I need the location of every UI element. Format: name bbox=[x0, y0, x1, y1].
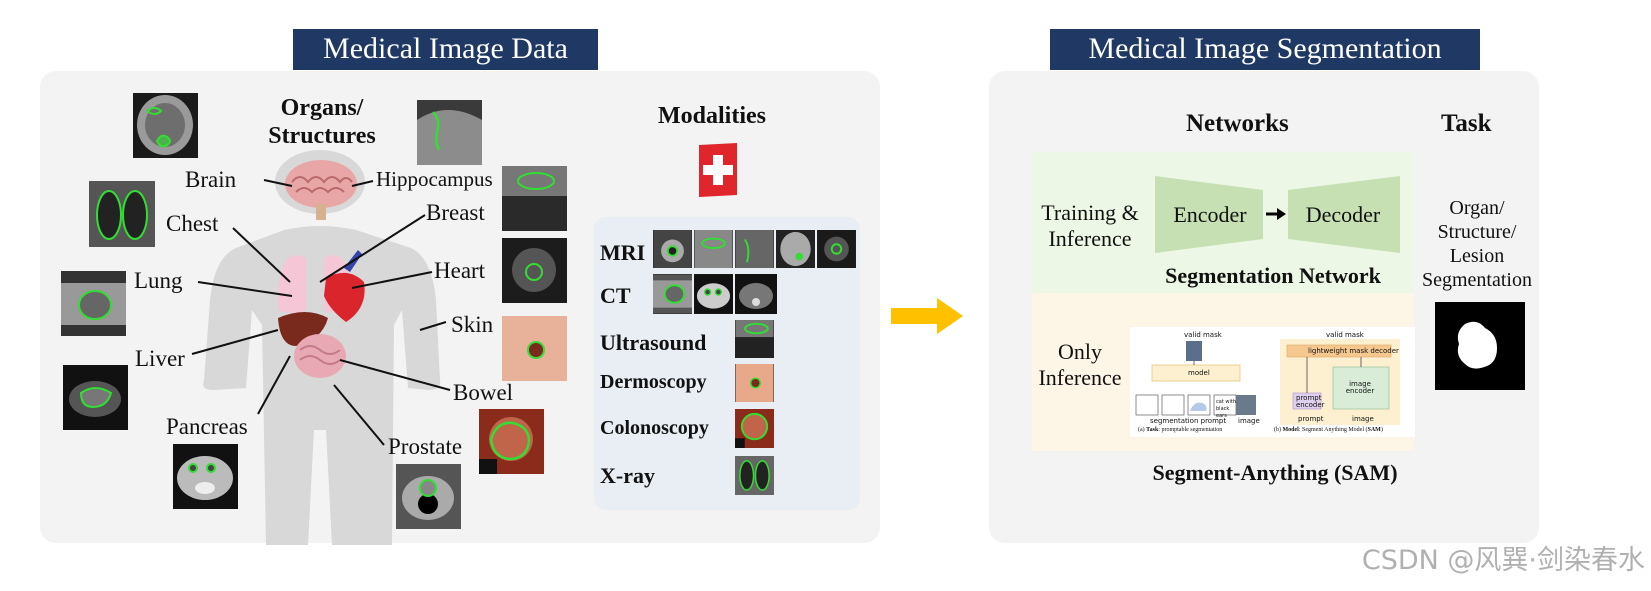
torso-shape bbox=[203, 226, 441, 545]
sam-model-label: model bbox=[1188, 369, 1210, 377]
organ-connector-lines bbox=[191, 179, 451, 446]
ct-thumbnail-3 bbox=[735, 274, 777, 314]
modality-mri: MRI bbox=[600, 240, 646, 265]
networks-heading: Networks bbox=[1186, 110, 1289, 137]
label-pancreas: Pancreas bbox=[166, 414, 248, 439]
lung-organ-left bbox=[277, 255, 306, 313]
label-bowel: Bowel bbox=[453, 380, 514, 405]
segmentation-network-label: Segmentation Network bbox=[1165, 263, 1381, 288]
bowel-folds bbox=[299, 345, 341, 365]
modality-colonoscopy: Colonoscopy bbox=[600, 417, 709, 439]
modality-ultrasound: Ultrasound bbox=[600, 330, 707, 355]
label-lung: Lung bbox=[134, 268, 183, 293]
mri-thumbnail-2 bbox=[694, 230, 733, 268]
task-heading: Task bbox=[1441, 110, 1492, 137]
encoder-trapezoid bbox=[1155, 176, 1263, 253]
training-inference-label: Training & Inference bbox=[1041, 200, 1139, 251]
label-skin: Skin bbox=[451, 312, 494, 337]
mri-thumbnail-3 bbox=[735, 230, 774, 268]
pancreas-ct-thumbnail bbox=[173, 444, 238, 509]
sam-image-encoder-label: image encoder bbox=[1345, 380, 1375, 395]
dermoscopy-thumbnail bbox=[735, 364, 774, 402]
ct-thumbnail-2 bbox=[694, 274, 733, 314]
sam-image-a bbox=[1236, 395, 1256, 415]
mri-thumbnail-5 bbox=[817, 230, 856, 268]
mri-thumbnail-4 bbox=[776, 230, 815, 268]
sam-valid-mask-b-label: valid mask bbox=[1326, 331, 1364, 339]
sam-figure: valid mask model segmentation prompt ima… bbox=[1130, 327, 1415, 437]
liver-ct-thumbnail bbox=[63, 365, 128, 430]
sam-prompt-b-label: prompt bbox=[1298, 415, 1324, 423]
csdn-watermark: CSDN @风巽·剑染春水 bbox=[1361, 545, 1645, 576]
only-inference-label: Only Inference bbox=[1038, 339, 1122, 390]
label-heart: Heart bbox=[434, 258, 486, 283]
sam-mask-decoder-label: lightweight mask decoder bbox=[1308, 347, 1399, 355]
decoder-label: Decoder bbox=[1305, 202, 1381, 227]
label-brain: Brain bbox=[185, 167, 237, 192]
label-chest: Chest bbox=[166, 211, 219, 236]
sam-label: Segment-Anything (SAM) bbox=[1152, 460, 1398, 485]
segmentation-mask-output bbox=[1435, 302, 1525, 390]
hippocampus-mri-thumbnail bbox=[417, 100, 482, 165]
label-hippocampus: Hippocampus bbox=[376, 167, 493, 191]
medical-image-segmentation-title: Medical Image Segmentation bbox=[1050, 29, 1480, 70]
chest-xray-thumbnail bbox=[89, 181, 155, 247]
breast-ultrasound-thumbnail bbox=[502, 166, 567, 231]
mri-thumbnail-1 bbox=[653, 230, 692, 268]
label-breast: Breast bbox=[426, 200, 485, 225]
sam-caption-b: (b) Model: Segment Anything Model (SAM) bbox=[1274, 427, 1383, 433]
medical-image-data-title: Medical Image Data bbox=[293, 29, 598, 70]
task-output-label: Organ/ Structure/ Lesion Segmentation bbox=[1422, 197, 1532, 291]
encoder-decoder-diagram bbox=[1155, 176, 1400, 253]
encoder-label: Encoder bbox=[1173, 202, 1247, 227]
sam-cat-text: cat with black ears bbox=[1216, 399, 1236, 419]
medical-cross-icon bbox=[699, 143, 737, 197]
modality-xray: X-ray bbox=[600, 463, 655, 488]
ct-thumbnail-1 bbox=[653, 274, 692, 314]
sam-image-a-label: image bbox=[1238, 417, 1260, 425]
modality-dermoscopy: Dermoscopy bbox=[600, 371, 707, 393]
organs-heading: Organs/ Structures bbox=[268, 95, 376, 149]
label-liver: Liver bbox=[135, 346, 185, 371]
xray-thumbnail bbox=[735, 456, 774, 495]
sam-segmentation-prompt-label: segmentation prompt bbox=[1150, 417, 1227, 425]
sam-prompt-encoder-label: prompt encoder bbox=[1296, 394, 1325, 409]
skin-dermoscopy-thumbnail bbox=[502, 316, 567, 381]
sam-image-b-label: image bbox=[1352, 415, 1374, 423]
brain-icon bbox=[285, 160, 357, 220]
heart-organ bbox=[324, 272, 365, 322]
heart-ct-thumbnail bbox=[502, 238, 567, 303]
colonoscopy-thumbnail bbox=[735, 409, 774, 448]
decoder-trapezoid bbox=[1288, 176, 1400, 253]
bowel-organ bbox=[294, 334, 346, 378]
liver-organ bbox=[278, 312, 328, 346]
sam-valid-mask-a-label: valid mask bbox=[1184, 331, 1222, 339]
ultrasound-thumbnail bbox=[735, 320, 774, 358]
modality-ct: CT bbox=[600, 283, 631, 308]
lung-ct-thumbnail bbox=[61, 271, 126, 336]
bowel-colonoscopy-thumbnail bbox=[479, 409, 544, 474]
brain-mri-thumbnail bbox=[133, 93, 198, 158]
prostate-mri-thumbnail bbox=[396, 464, 461, 529]
flow-arrow-icon bbox=[891, 298, 963, 334]
sam-valid-mask-a bbox=[1186, 341, 1202, 361]
modalities-heading: Modalities bbox=[658, 103, 766, 129]
sam-caption-a: (a) Task: promptable segmentation bbox=[1138, 427, 1223, 433]
label-prostate: Prostate bbox=[388, 434, 463, 459]
